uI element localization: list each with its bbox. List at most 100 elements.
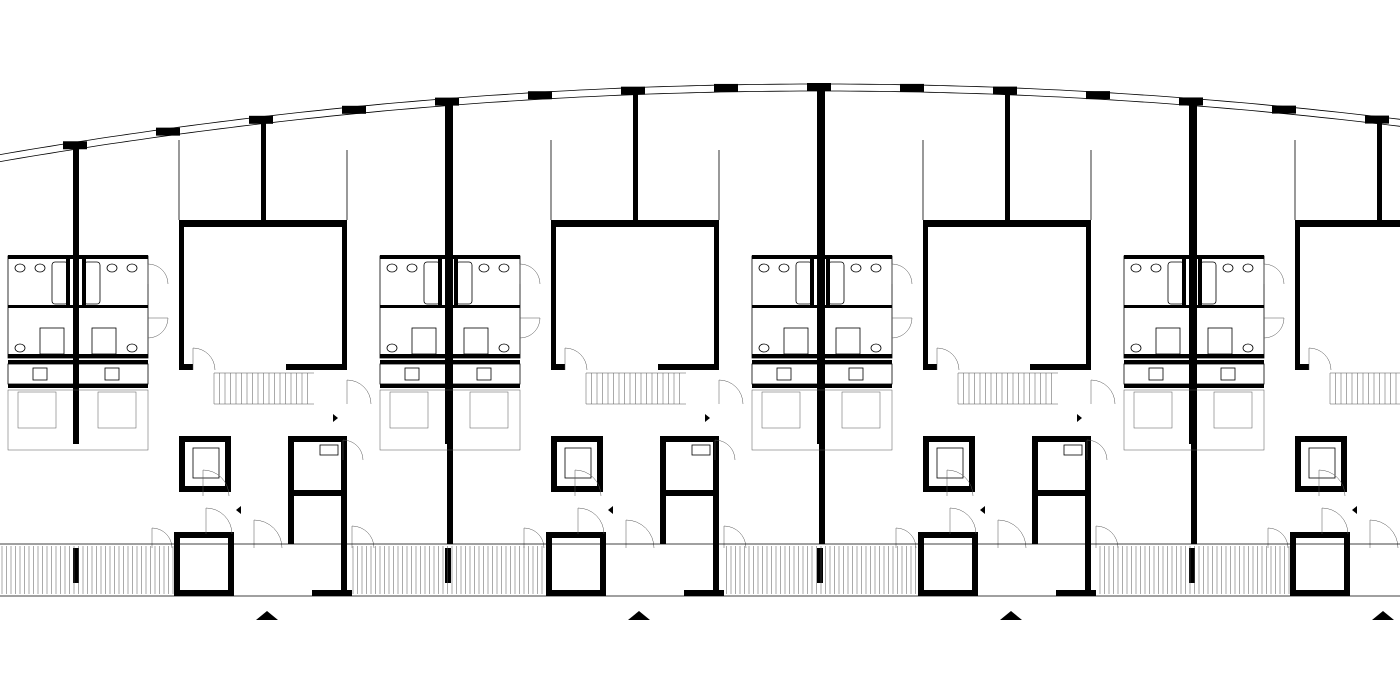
bathtub-icon	[827, 261, 845, 305]
wall	[8, 384, 148, 388]
facade-outer-line	[0, 83, 1400, 156]
door-swing-icon	[1321, 507, 1349, 535]
module-4	[1123, 102, 1400, 620]
bathtub-icon	[1199, 261, 1217, 305]
door-swing-icon	[351, 525, 375, 549]
dining-table	[1213, 391, 1253, 429]
wall	[1290, 532, 1296, 596]
shower-tray	[783, 327, 809, 355]
lift-car	[564, 447, 592, 479]
door-swing-icon	[714, 439, 736, 461]
wall	[551, 220, 556, 370]
dining-table	[17, 391, 57, 429]
bathtub-icon	[455, 261, 473, 305]
bathtub-icon	[1167, 261, 1185, 305]
entrance-triangle-icon	[628, 611, 650, 620]
wall	[1086, 220, 1091, 370]
wall	[341, 436, 347, 596]
wall	[342, 220, 347, 370]
kitchen-counter	[1123, 363, 1265, 385]
facade-pier	[528, 91, 552, 100]
direction-arrow-icon	[980, 506, 985, 514]
wall	[918, 532, 978, 538]
door-swing-icon	[151, 527, 173, 549]
door-swing-icon	[1090, 379, 1116, 405]
shower-tray	[835, 327, 861, 355]
direction-arrow-icon	[608, 506, 613, 514]
door-swing-icon	[253, 519, 283, 549]
wall	[923, 220, 1091, 227]
wall	[817, 88, 823, 444]
wall	[1124, 354, 1264, 358]
door-swing-icon	[949, 507, 977, 535]
facade-pier	[993, 86, 1017, 95]
facade-pier	[807, 83, 831, 92]
shower-tray	[39, 327, 65, 355]
wall	[1295, 220, 1300, 370]
wall	[8, 255, 148, 259]
direction-arrow-icon	[1352, 506, 1357, 514]
toilet-icon	[778, 263, 790, 273]
door-swing-icon	[946, 469, 974, 497]
wall	[752, 360, 892, 364]
toilet-icon	[106, 263, 118, 273]
dining-table	[389, 391, 429, 429]
wall	[633, 91, 638, 224]
wall	[658, 364, 719, 370]
wall	[380, 384, 520, 388]
toilet-icon	[126, 263, 138, 273]
curved-facade	[0, 83, 1400, 163]
wall	[1295, 220, 1400, 227]
wall	[174, 532, 234, 538]
wall	[1189, 102, 1195, 445]
meter-box	[1063, 444, 1083, 456]
wall	[546, 532, 606, 538]
wall	[179, 436, 185, 492]
facade-pier	[1086, 91, 1110, 100]
door-swing-icon	[577, 507, 605, 535]
toilet-icon	[14, 263, 26, 273]
facade-pier	[342, 105, 366, 114]
wall	[179, 364, 193, 370]
wall	[179, 220, 347, 227]
wall	[1377, 120, 1382, 224]
wall	[923, 486, 975, 492]
toilet-icon	[126, 343, 138, 353]
wall	[600, 532, 606, 596]
wall	[714, 220, 719, 370]
wall	[551, 220, 719, 227]
bathtub-icon	[83, 261, 101, 305]
wall	[923, 220, 928, 370]
wall	[1295, 486, 1347, 492]
kitchen-counter	[7, 363, 149, 385]
facade-pier	[435, 97, 459, 106]
wall	[179, 486, 231, 492]
door-swing-icon	[342, 439, 364, 461]
facade-pier	[900, 83, 924, 92]
wall	[312, 590, 352, 596]
toilet-icon	[850, 263, 862, 273]
shower-tray	[463, 327, 489, 355]
door-swing-icon	[574, 469, 602, 497]
door-swing-icon	[202, 469, 230, 497]
door-swing-icon	[1263, 317, 1285, 339]
wall	[1290, 590, 1350, 596]
wall	[972, 532, 978, 596]
wall	[1085, 436, 1091, 596]
door-swing-icon	[147, 263, 169, 285]
dining-table	[761, 391, 801, 429]
wall	[1030, 364, 1091, 370]
wall	[73, 548, 79, 583]
wall	[380, 255, 520, 259]
direction-arrow-icon	[705, 414, 710, 422]
door-swing-icon	[997, 519, 1027, 549]
facade-inner-line	[0, 90, 1400, 163]
entrance-triangle-icon	[256, 611, 278, 620]
wall	[380, 360, 520, 364]
wall	[1189, 548, 1195, 583]
kitchen-hob-icon	[1220, 367, 1236, 381]
housing-modules	[7, 88, 1400, 620]
wall	[1032, 490, 1091, 496]
wall	[918, 590, 978, 596]
meter-box	[691, 444, 711, 456]
